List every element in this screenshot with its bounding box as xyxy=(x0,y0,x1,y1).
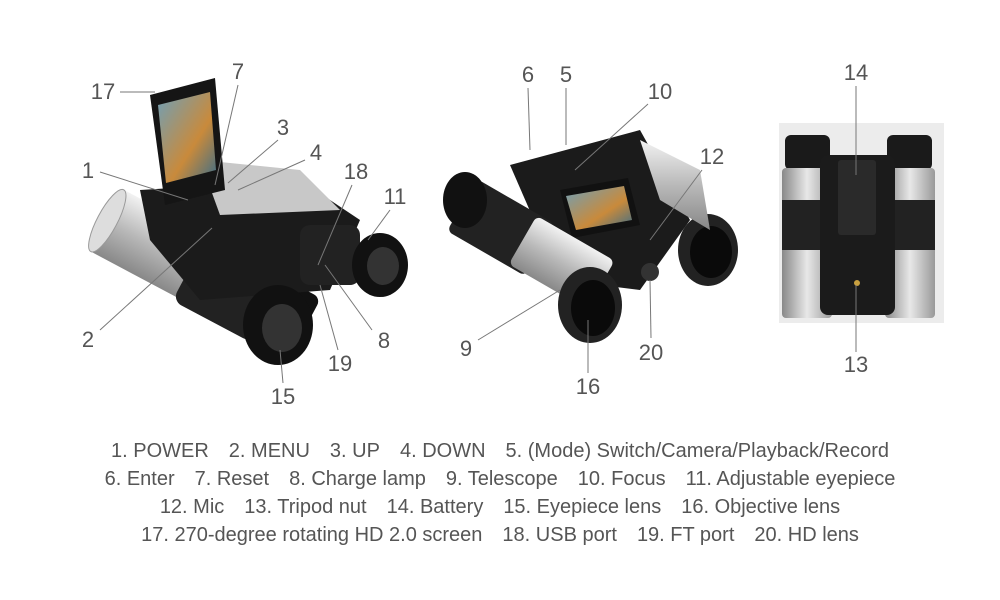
legend-item: 6. Enter xyxy=(104,468,175,490)
legend-line-3: 12. Mic 13. Tripod nut 14. Battery 15. Eyep… xyxy=(0,496,1000,519)
callout-16: 16 xyxy=(575,374,601,399)
callout-1: 1 xyxy=(81,158,95,183)
legend-item: 19. FT port xyxy=(636,524,735,546)
binoculars-middle-view xyxy=(443,130,738,343)
callout-3: 3 xyxy=(276,115,290,140)
callout-4: 4 xyxy=(309,140,323,165)
binoculars-bottom-view xyxy=(779,123,944,323)
callout-11: 11 xyxy=(383,184,407,209)
legend-item: 15. Eyepiece lens xyxy=(503,496,662,518)
callout-12: 12 xyxy=(699,144,725,169)
legend-line-2: 6. Enter 7. Reset 8. Charge lamp 9. Telesco… xyxy=(0,468,1000,491)
callout-8: 8 xyxy=(377,328,391,353)
callout-15: 15 xyxy=(270,384,296,409)
callout-10: 10 xyxy=(647,79,673,104)
legend-item: 8. Charge lamp xyxy=(289,468,426,490)
callout-18: 18 xyxy=(343,159,369,184)
legend-item: 18. USB port xyxy=(502,524,617,546)
legend-item: 4. DOWN xyxy=(399,440,486,462)
legend-item: 20. HD lens xyxy=(754,524,859,546)
legend-item: 9. Telescope xyxy=(445,468,558,490)
callout-2: 2 xyxy=(81,327,95,352)
legend-item: 17. 270-degree rotating HD 2.0 screen xyxy=(141,524,483,546)
callout-7: 7 xyxy=(231,59,245,84)
callout-9: 9 xyxy=(459,336,473,361)
callout-13: 13 xyxy=(843,352,869,377)
legend-item: 7. Reset xyxy=(194,468,270,490)
callout-20: 20 xyxy=(638,340,664,365)
legend-item: 14. Battery xyxy=(386,496,484,518)
legend-line-4: 17. 270-degree rotating HD 2.0 screen 18.… xyxy=(0,524,1000,547)
callout-17: 17 xyxy=(90,79,116,104)
legend-item: 1. POWER xyxy=(111,440,209,462)
callout-6: 6 xyxy=(521,62,535,87)
legend-item: 12. Mic xyxy=(159,496,225,518)
legend-item: 3. UP xyxy=(329,440,380,462)
legend-item: 5. (Mode) Switch/Camera/Playback/Record xyxy=(505,440,889,462)
legend-line-1: 1. POWER 2. MENU 3. UP 4. DOWN 5. (Mode) Swi… xyxy=(0,440,1000,463)
callout-5: 5 xyxy=(559,62,573,87)
callout-14: 14 xyxy=(843,60,869,85)
legend-item: 11. Adjustable eyepiece xyxy=(685,468,896,490)
legend-item: 13. Tripod nut xyxy=(244,496,367,518)
legend-item: 10. Focus xyxy=(577,468,666,490)
leader-lines xyxy=(99,84,857,384)
callout-19: 19 xyxy=(327,351,353,376)
binoculars-left-view xyxy=(88,78,408,365)
legend-item: 2. MENU xyxy=(228,440,310,462)
legend-item: 16. Objective lens xyxy=(681,496,841,518)
